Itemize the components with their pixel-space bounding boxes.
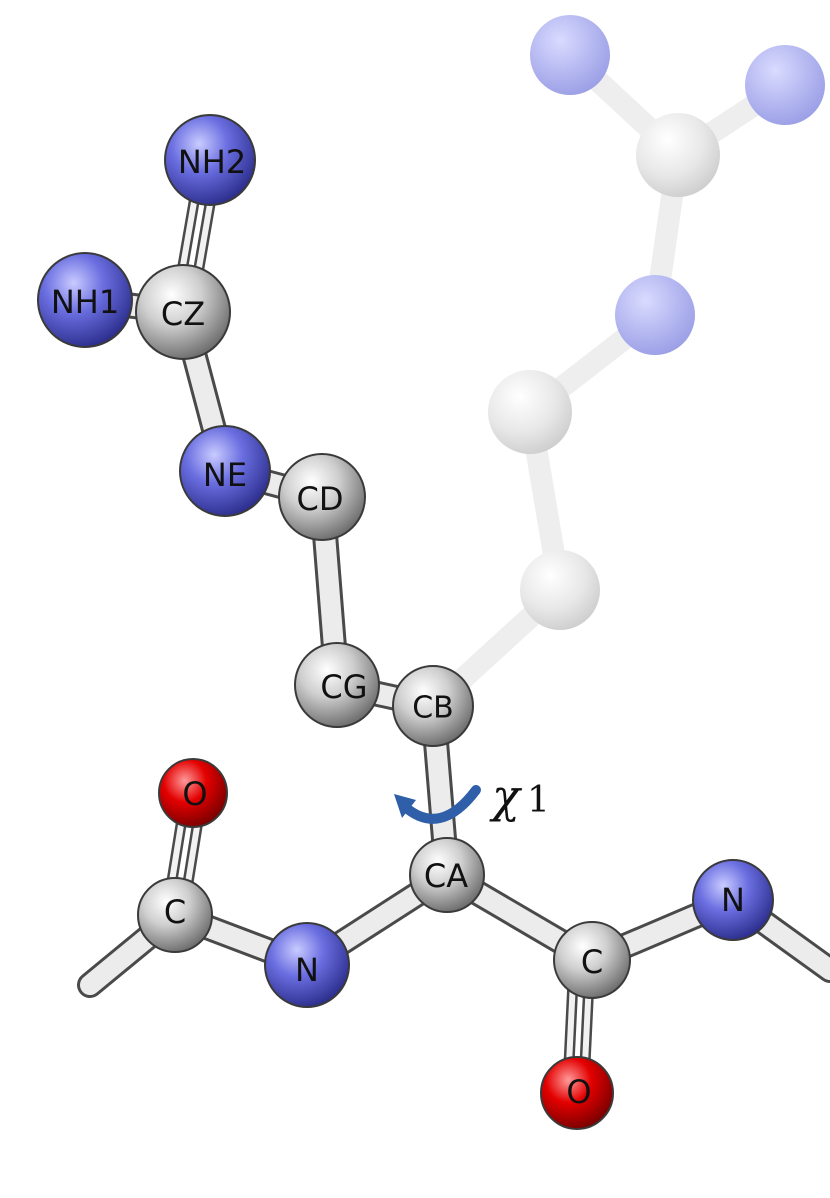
arrowhead-icon xyxy=(394,794,416,818)
atom-labels: NH2 NH1 CZ NE CD CG CB O C N CA C N O xyxy=(51,143,745,1111)
ghost-rotamer xyxy=(422,44,796,717)
chi-symbol: χ xyxy=(489,769,523,823)
curved-arrow-icon xyxy=(399,785,481,824)
label-c-right: C xyxy=(581,943,603,981)
ghost-carbon-atom xyxy=(520,550,600,630)
atom-nh1 xyxy=(37,252,133,348)
torsion-label: χ 1 xyxy=(489,769,550,823)
label-cb: CB xyxy=(412,691,454,726)
label-n-left: N xyxy=(295,951,319,989)
atom-o-right xyxy=(540,1056,614,1130)
label-nh1: NH1 xyxy=(51,283,119,321)
label-ne: NE xyxy=(203,456,247,494)
atom-c-left xyxy=(137,877,213,953)
torsion-arrow xyxy=(394,785,481,824)
ghost-carbon-atom xyxy=(488,370,572,454)
ghost-atoms xyxy=(488,15,825,630)
atom-cb xyxy=(392,665,474,747)
atom-ne xyxy=(179,425,271,517)
atom-n-left xyxy=(264,922,350,1008)
label-nh2: NH2 xyxy=(178,143,246,181)
chi-subscript: 1 xyxy=(527,780,550,821)
atom-nh2 xyxy=(164,114,256,206)
label-cz: CZ xyxy=(161,295,205,333)
ghost-carbon-atom xyxy=(636,113,720,197)
label-ca: CA xyxy=(424,857,468,895)
label-c-left: C xyxy=(164,893,186,931)
atoms xyxy=(37,114,774,1130)
label-o-right: O xyxy=(566,1073,591,1111)
label-cd: CD xyxy=(297,480,344,518)
atom-o-left xyxy=(158,758,228,828)
atom-cz xyxy=(135,264,231,360)
ghost-nitrogen-atom xyxy=(615,275,695,355)
ghost-nitrogen-atom xyxy=(530,15,610,95)
label-n-right: N xyxy=(721,881,745,919)
atom-cg xyxy=(294,642,380,728)
atom-cd xyxy=(278,453,366,541)
label-o-left: O xyxy=(182,775,207,813)
atom-n-right xyxy=(692,859,774,941)
atom-ca xyxy=(409,837,485,913)
label-cg: CG xyxy=(320,668,367,706)
atom-c-right xyxy=(553,921,631,999)
ghost-nitrogen-atom xyxy=(745,45,825,125)
